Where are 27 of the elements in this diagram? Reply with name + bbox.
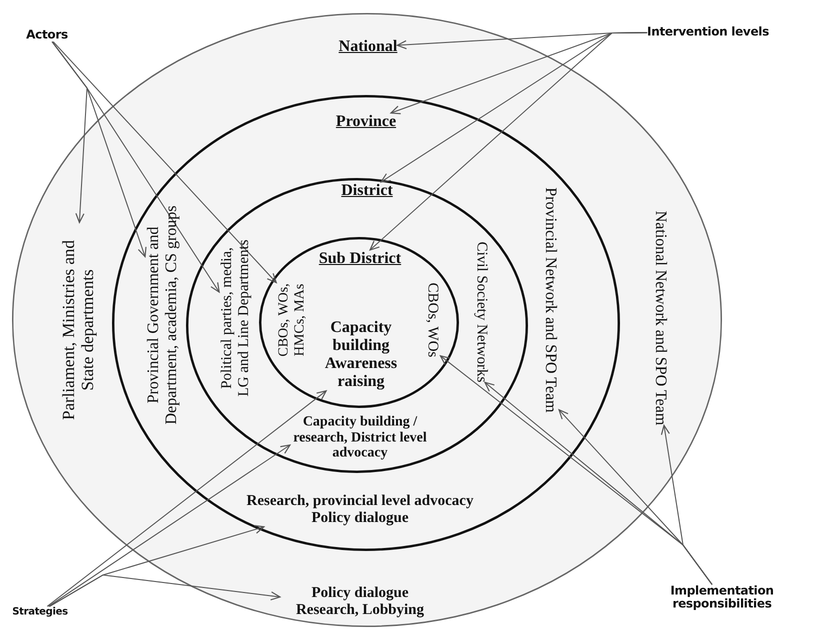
ring-text: Civil Society Networks xyxy=(472,242,490,382)
strategy-text: Capacity building / research, District level advocacy xyxy=(290,414,430,462)
ring-text: Provincial Network and SPO Team xyxy=(541,187,559,413)
ring-text: CBOs, WOs, HMCs, MAs xyxy=(276,275,308,365)
callout-label: Strategies xyxy=(12,606,68,618)
callout-label: Implementation responsibilities xyxy=(657,584,787,612)
callout-label: Actors xyxy=(26,28,68,42)
level-heading: Province xyxy=(336,113,396,131)
strategy-text: Capacity building Awareness raising xyxy=(311,319,411,391)
ring-text: National Network and SPO Team xyxy=(651,210,669,426)
ring-text: Political parties, media, LG and Line Departments xyxy=(219,238,253,398)
level-heading: District xyxy=(341,182,393,200)
level-heading: Sub District xyxy=(318,250,402,268)
leader-line xyxy=(46,390,327,607)
callout-label: Intervention levels xyxy=(647,25,769,39)
ring-text: Provincial Government and Department, academia, CS groups xyxy=(145,190,181,440)
leader-line xyxy=(48,444,291,607)
leader-line xyxy=(49,574,281,607)
strategy-text: Policy dialogue Research, Lobbying xyxy=(280,585,440,619)
level-heading: National xyxy=(338,38,398,56)
strategy-text: Research, provincial level advocacy Policy dialogue xyxy=(240,493,480,527)
ring-text: CBOs, WOs xyxy=(424,282,440,358)
leader-line xyxy=(52,41,220,293)
leader-line xyxy=(660,424,713,586)
leader-line xyxy=(369,32,648,251)
leader-line xyxy=(52,41,277,284)
ring-text: Parliament, Ministries and State departments xyxy=(58,222,98,438)
